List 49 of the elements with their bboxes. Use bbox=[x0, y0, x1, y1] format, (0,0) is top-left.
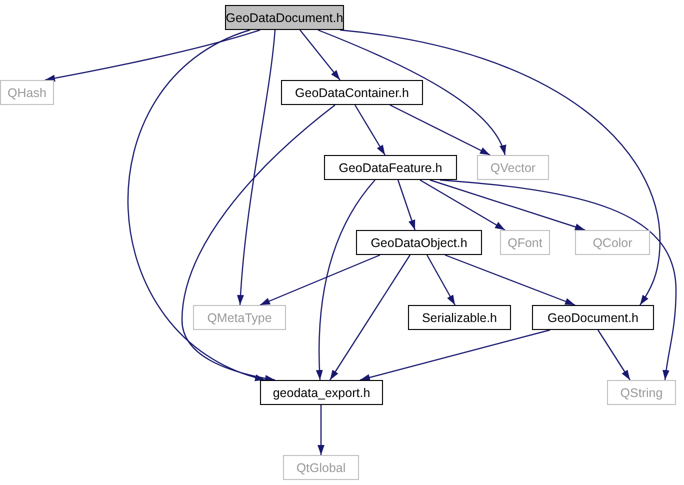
arrow bbox=[318, 29, 506, 156]
arrow bbox=[44, 29, 260, 82]
arrow bbox=[237, 30, 276, 306]
file-name: GeoDataContainer.h bbox=[295, 86, 409, 100]
external-header-box bbox=[500, 230, 550, 255]
file-name: QColor bbox=[592, 236, 632, 250]
arrow bbox=[128, 29, 266, 381]
header-file-box bbox=[356, 230, 482, 255]
external-header-box bbox=[575, 230, 650, 255]
external-header-box bbox=[0, 80, 54, 105]
arrow bbox=[420, 179, 506, 231]
header-file-box bbox=[281, 80, 423, 105]
arrow bbox=[444, 254, 576, 306]
file-name: QHash bbox=[8, 86, 46, 100]
arrow bbox=[318, 405, 324, 455]
arrow bbox=[354, 104, 386, 156]
file-name: Serializable.h bbox=[422, 310, 498, 324]
arrow bbox=[598, 330, 630, 380]
arrow bbox=[340, 29, 661, 306]
external-header-box bbox=[607, 380, 676, 405]
header-file-box bbox=[225, 5, 344, 30]
file-name: GeoDataFeature.h bbox=[338, 160, 442, 174]
arrow bbox=[397, 180, 416, 230]
header-file-box bbox=[260, 380, 383, 405]
arrow bbox=[440, 179, 677, 380]
file-name: QVector bbox=[490, 160, 536, 174]
file-name: GeoDataDocument.h bbox=[226, 10, 344, 24]
file-name: geodata_export.h bbox=[272, 386, 370, 400]
arrow bbox=[316, 180, 376, 380]
header-file-box bbox=[324, 155, 457, 180]
arrow bbox=[300, 30, 340, 80]
external-header-box bbox=[283, 455, 359, 480]
file-name: QMetaType bbox=[207, 310, 272, 324]
file-name: QFont bbox=[508, 236, 542, 250]
arrow bbox=[181, 104, 336, 382]
file-name: GeoDataObject.h bbox=[370, 236, 468, 250]
arrow bbox=[426, 254, 456, 306]
external-header-box bbox=[193, 305, 286, 330]
file-name: QtGlobal bbox=[296, 460, 346, 474]
arrow bbox=[330, 254, 410, 380]
file-name: GeoDocument.h bbox=[547, 310, 639, 324]
file-name: QString bbox=[620, 386, 663, 400]
header-file-box bbox=[532, 305, 654, 330]
header-file-box bbox=[408, 305, 511, 330]
arrow bbox=[430, 179, 586, 231]
arrow bbox=[260, 254, 380, 306]
arrow bbox=[360, 329, 550, 381]
arrow bbox=[390, 104, 490, 156]
external-header-box bbox=[477, 155, 549, 180]
